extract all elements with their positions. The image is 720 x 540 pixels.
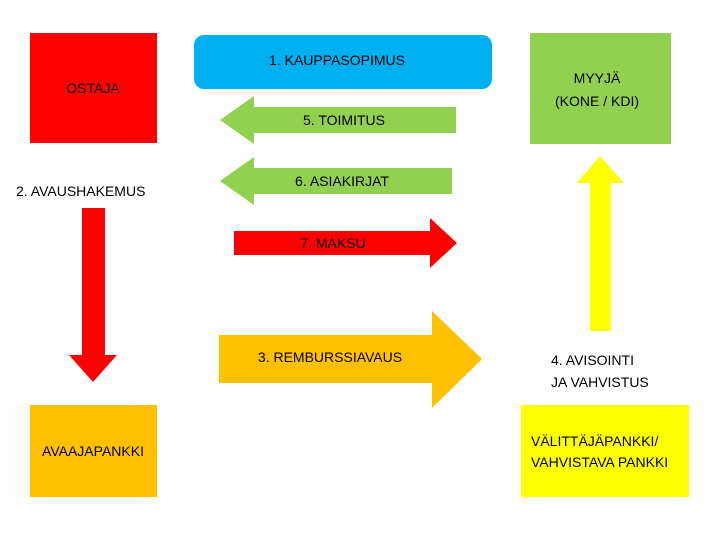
box-avaajapankki: AVAAJAPANKKI (30, 405, 157, 497)
box-ostaja-shape (30, 33, 157, 143)
box-avaajapankki-shape (30, 405, 157, 497)
arrow-maksu-label: 7. MAKSU (300, 235, 365, 251)
box-kauppasopimus-shape (194, 35, 492, 89)
arrow-asiakirjat-label: 6. ASIAKIRJAT (295, 173, 389, 189)
arrow-toimitus: 5. TOIMITUS (220, 96, 456, 144)
box-kauppasopimus: 1. KAUPPASOPIMUS (194, 35, 492, 89)
box-valittajapankki-label-line2: VAHVISTAVA PANKKI (531, 454, 668, 470)
arrow-avisointi-shape (577, 156, 624, 331)
box-valittajapankki-label-line1: VÄLITTÄJÄPANKKI/ (531, 433, 658, 449)
box-myyja-label-line2: (KONE / KDI) (555, 93, 639, 109)
box-kauppasopimus-label: 1. KAUPPASOPIMUS (269, 52, 405, 68)
label-avisointi-line2: JA VAHVISTUS (551, 374, 649, 390)
label-avisointi-line1: 4. AVISOINTI (551, 352, 634, 368)
arrow-toimitus-label: 5. TOIMITUS (303, 112, 385, 128)
arrow-toimitus-shape (220, 96, 456, 144)
arrow-maksu-shape (234, 218, 457, 268)
arrow-avaushakemus-shape (69, 208, 117, 382)
box-valittajapankki-shape (521, 405, 689, 497)
box-myyja-label-line1: MYYJÄ (574, 70, 621, 86)
arrow-avaushakemus (69, 208, 117, 382)
box-ostaja-label: OSTAJA (66, 80, 120, 96)
arrow-asiakirjat: 6. ASIAKIRJAT (220, 157, 452, 205)
arrow-remburssiavaus-label: 3. REMBURSSIAVAUS (258, 349, 402, 365)
box-myyja-shape (530, 33, 671, 144)
box-valittajapankki: VÄLITTÄJÄPANKKI/ VAHVISTAVA PANKKI (521, 405, 689, 497)
box-myyja: MYYJÄ (KONE / KDI) (530, 33, 671, 144)
arrow-asiakirjat-shape (220, 157, 452, 205)
arrow-remburssiavaus-shape (219, 311, 482, 408)
arrow-avisointi (577, 156, 624, 331)
box-avaajapankki-label: AVAAJAPANKKI (42, 443, 144, 459)
arrow-maksu: 7. MAKSU (234, 218, 457, 268)
arrow-remburssiavaus: 3. REMBURSSIAVAUS (219, 311, 482, 408)
label-avaushakemus: 2. AVAUSHAKEMUS (16, 183, 145, 199)
box-ostaja: OSTAJA (30, 33, 157, 143)
